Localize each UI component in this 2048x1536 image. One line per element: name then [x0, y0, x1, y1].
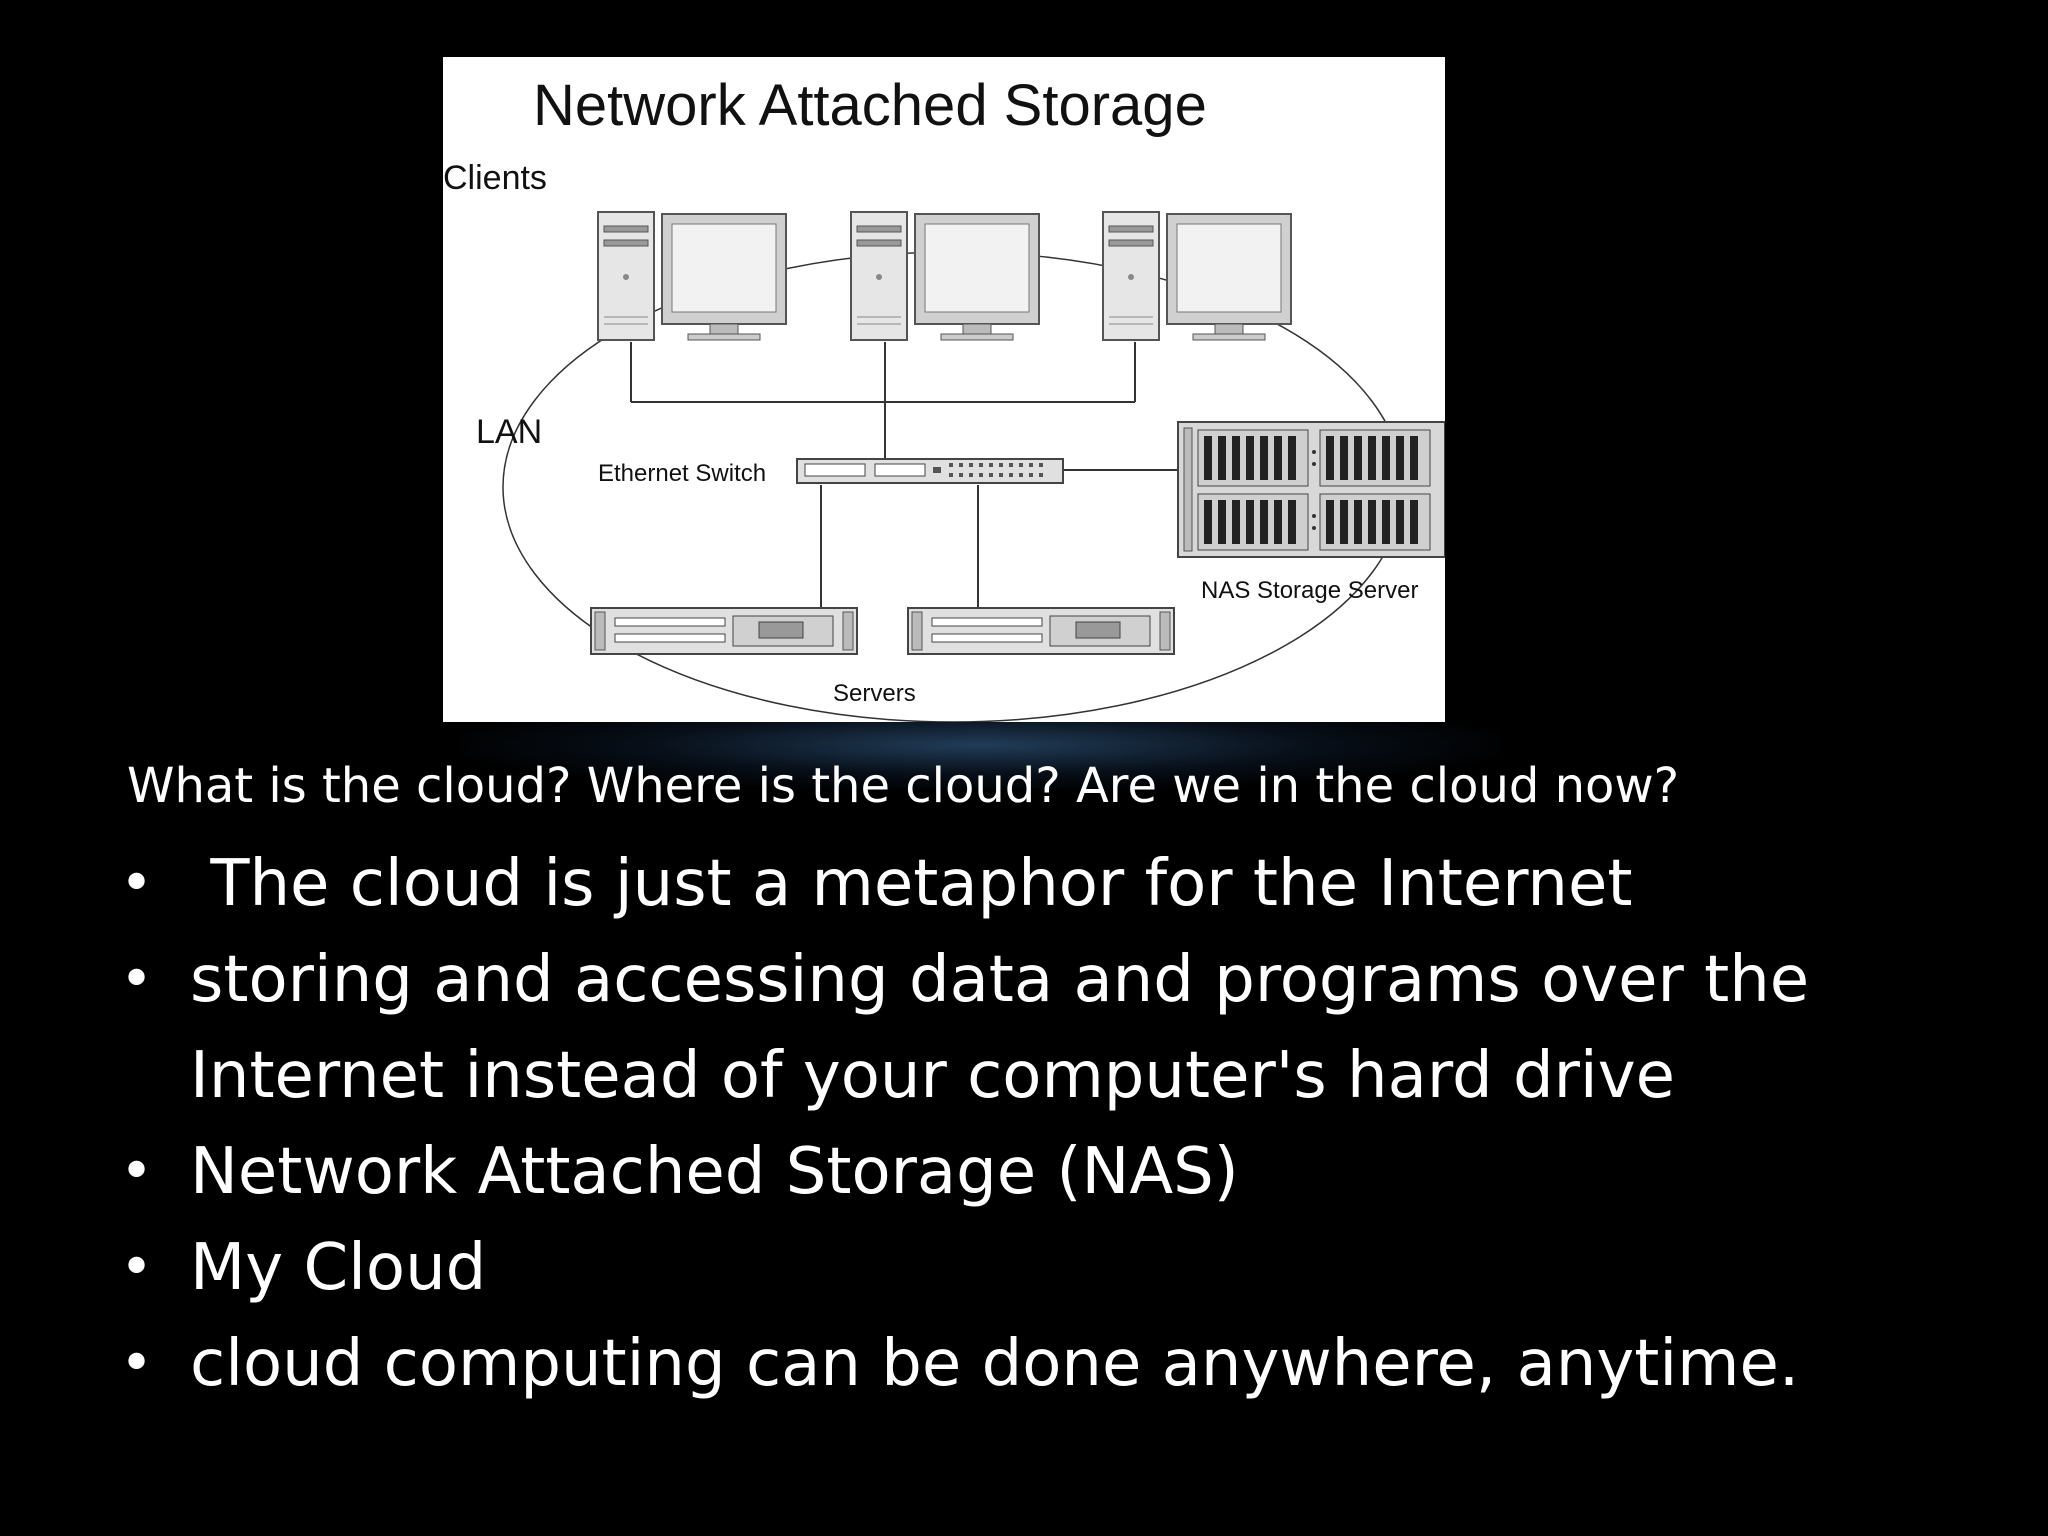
bullet-dot-icon: •: [120, 947, 154, 1012]
client-computer-icon: [597, 211, 787, 341]
nas-storage-server-label: NAS Storage Server: [1201, 577, 1419, 604]
nas-diagram: Network Attached Storage Clients LAN Eth…: [443, 57, 1445, 722]
bullet-item: • The cloud is just a metaphor for the I…: [120, 836, 2020, 932]
lan-label: LAN: [476, 413, 543, 451]
clients-label: Clients: [443, 159, 547, 197]
network-lines: [630, 342, 1178, 612]
nas-diagram-drawing: [502, 211, 1445, 722]
bullet-item: • Network Attached Storage (NAS): [120, 1124, 2020, 1220]
diagram-title: Network Attached Storage: [533, 73, 1207, 138]
client-computer-icon: [850, 211, 1040, 341]
bullet-text: Network Attached Storage (NAS): [190, 1135, 1239, 1209]
bullet-dot-icon: •: [120, 1331, 154, 1396]
servers-label: Servers: [833, 680, 916, 707]
ethernet-switch-label: Ethernet Switch: [598, 460, 767, 487]
bullet-dot-icon: •: [120, 1139, 154, 1204]
server-icon: [907, 607, 1175, 655]
bullet-dot-icon: •: [120, 851, 154, 916]
bullet-item: • My Cloud: [120, 1220, 2020, 1316]
question-line: What is the cloud? Where is the cloud? A…: [127, 758, 1680, 814]
bullet-dot-icon: •: [120, 1235, 154, 1300]
bullet-item: • cloud computing can be done anywhere, a…: [120, 1316, 2020, 1412]
bullet-item: • storing and accessing data and programs…: [120, 932, 2020, 1124]
nas-storage-server-icon: [1177, 421, 1445, 558]
bullet-text: My Cloud: [190, 1231, 487, 1305]
bullet-list: • The cloud is just a metaphor for the I…: [120, 836, 2020, 1412]
client-computer-icon: [1102, 211, 1292, 341]
ethernet-switch-icon: [796, 458, 1064, 484]
bullet-text: storing and accessing data and programs …: [190, 943, 1810, 1113]
server-icon: [590, 607, 858, 655]
bullet-text: cloud computing can be done anywhere, an…: [190, 1327, 1800, 1401]
bullet-text: The cloud is just a metaphor for the Int…: [190, 847, 1633, 921]
